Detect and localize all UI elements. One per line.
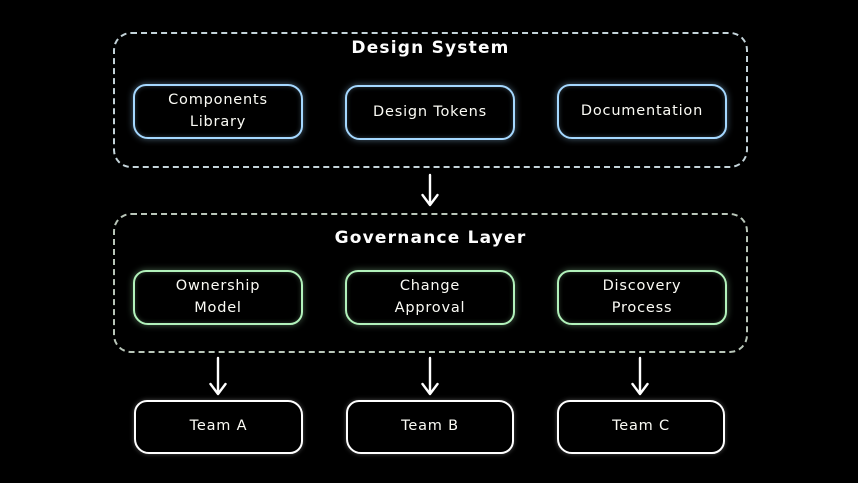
team-c-label: Team C bbox=[612, 418, 670, 435]
arrow-down-icon bbox=[421, 173, 439, 207]
ownership-model-box: Ownership Model bbox=[133, 270, 303, 325]
team-b-box: Team B bbox=[346, 400, 514, 454]
governance-layer-title: Governance Layer bbox=[334, 228, 527, 248]
components-library-box: Components Library bbox=[133, 84, 303, 139]
design-tokens-label: Design Tokens bbox=[373, 103, 487, 120]
arrow-down-icon bbox=[209, 356, 227, 396]
documentation-label: Documentation bbox=[580, 102, 704, 119]
team-b-label: Team B bbox=[401, 418, 459, 435]
team-c-box: Team C bbox=[557, 400, 725, 454]
ownership-model-label: Ownership Model bbox=[175, 278, 261, 316]
governance-layer-container bbox=[113, 213, 748, 353]
arrow-down-icon bbox=[631, 356, 649, 396]
change-approval-label: Change Approval bbox=[394, 278, 466, 316]
design-tokens-box: Design Tokens bbox=[345, 85, 515, 140]
team-a-box: Team A bbox=[134, 400, 303, 454]
components-library-label: Components Library bbox=[168, 92, 268, 130]
change-approval-box: Change Approval bbox=[345, 270, 515, 325]
discovery-process-box: Discovery Process bbox=[557, 270, 727, 325]
documentation-box: Documentation bbox=[557, 84, 727, 139]
discovery-process-label: Discovery Process bbox=[602, 278, 682, 316]
team-a-label: Team A bbox=[189, 418, 248, 435]
design-system-container bbox=[113, 32, 748, 168]
design-system-title: Design System bbox=[351, 38, 510, 58]
arrow-down-icon bbox=[421, 356, 439, 396]
